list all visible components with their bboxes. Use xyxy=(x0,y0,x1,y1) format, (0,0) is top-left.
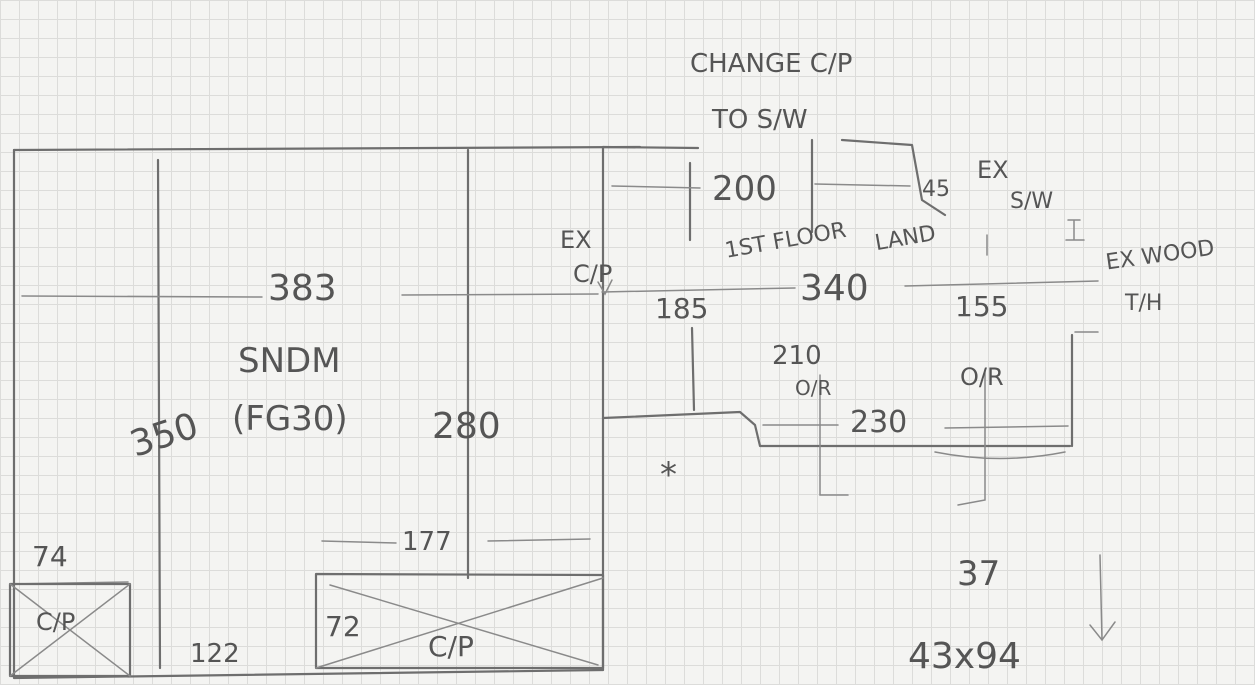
dim-thirty-seven: 37 xyxy=(957,554,1000,594)
dim-step-left: 210 xyxy=(772,341,822,371)
note-ex-cp-line2: C/P xyxy=(573,260,612,288)
note-change-line1: CHANGE C/P xyxy=(690,49,852,79)
dim-bottom-left: 122 xyxy=(190,639,240,669)
dim-landing-len: 340 xyxy=(800,268,869,309)
dim-top-box: 74 xyxy=(32,540,68,573)
cupboard-right xyxy=(314,572,605,670)
note-ex-wood-line1: EX WOOD xyxy=(1104,236,1216,276)
width-dimension-line xyxy=(21,293,599,298)
room-sub: (FG30) xyxy=(232,399,348,439)
note-ex-line1: EX xyxy=(977,156,1009,184)
cupboard-left-label: C/P xyxy=(36,608,75,636)
dim-height-left: 350 xyxy=(125,405,203,465)
note-ex-wood-line2: T/H xyxy=(1124,291,1162,316)
note-star: * xyxy=(660,455,677,495)
note-ex-line2: S/W xyxy=(1010,189,1053,214)
note-first-floor: 1ST FLOOR xyxy=(723,218,848,264)
note-ex-cp-line1: EX xyxy=(560,226,592,254)
main-room-walls xyxy=(12,145,642,680)
dim-bottom-box: 72 xyxy=(325,610,361,643)
cupboard-left xyxy=(8,581,132,678)
note-change-line2: TO S/W xyxy=(711,105,808,135)
dim-landing-left: 185 xyxy=(655,292,708,325)
note-or-left: O/R xyxy=(795,376,831,400)
cupboard-right-label: C/P xyxy=(428,630,474,663)
bottom-dimension-177 xyxy=(321,538,591,544)
dim-width-main: 383 xyxy=(268,268,337,309)
dim-step-mid: 230 xyxy=(850,405,907,440)
note-or-right: O/R xyxy=(960,363,1004,391)
dim-size: 43x94 xyxy=(908,636,1021,677)
dim-forty-five: 45 xyxy=(922,177,950,202)
dim-bottom-mid: 177 xyxy=(402,527,452,557)
dim-height-right: 280 xyxy=(432,406,501,447)
room-name: SNDM xyxy=(238,341,341,381)
dim-landing-top: 200 xyxy=(712,169,777,209)
dim-landing-right: 155 xyxy=(955,290,1008,323)
landing-walls xyxy=(597,138,1116,642)
note-land: LAND xyxy=(873,221,938,256)
